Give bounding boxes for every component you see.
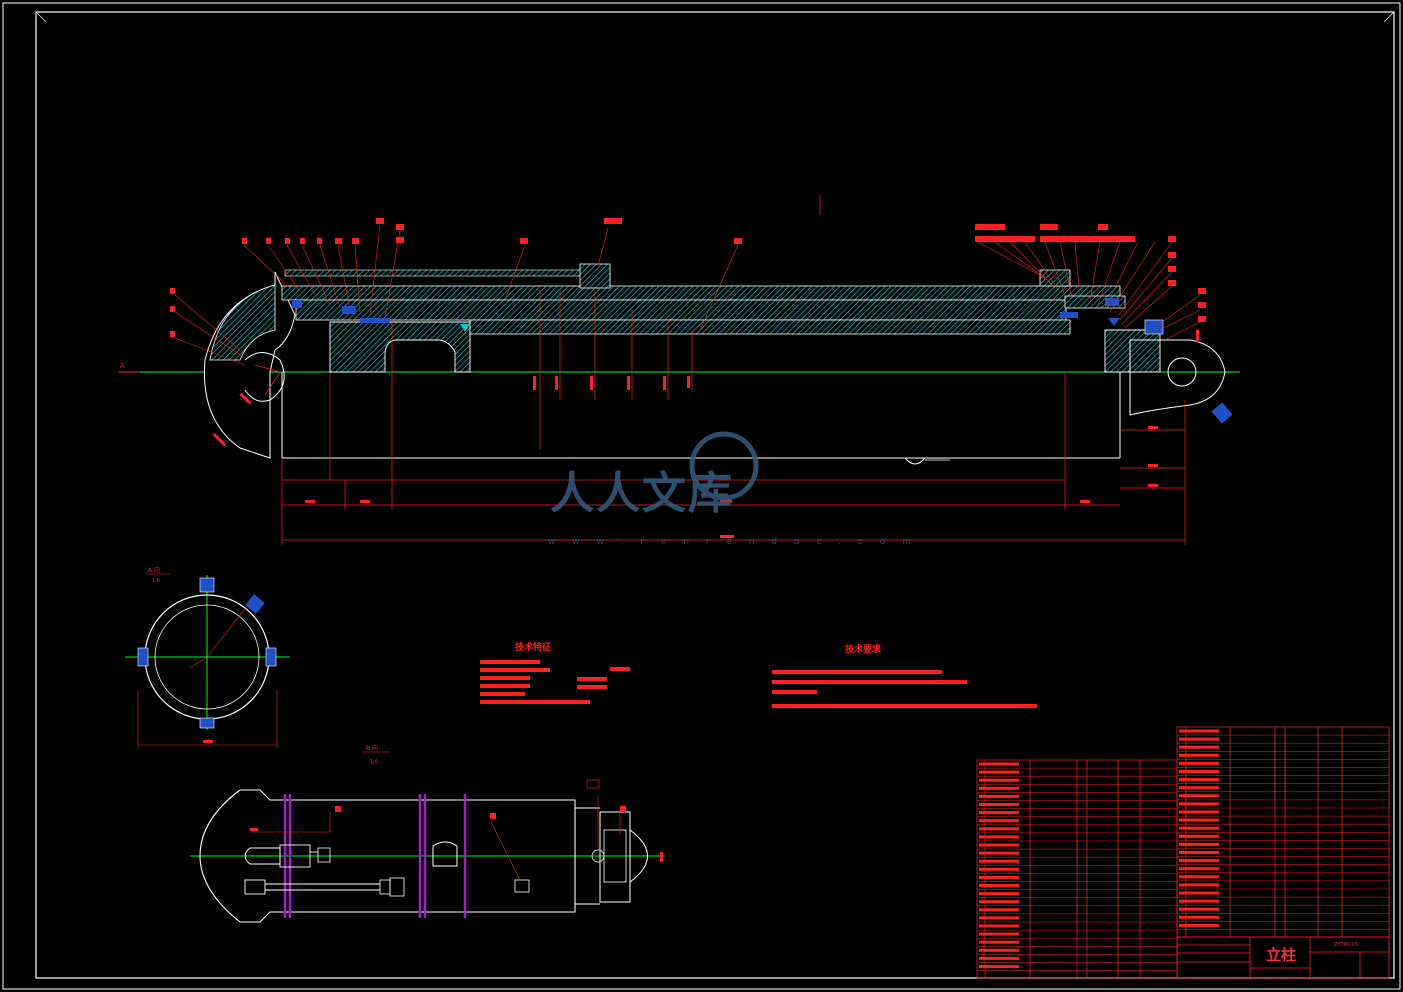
parts-list-cell-mark (1179, 826, 1219, 830)
parts-list-right (1176, 726, 1390, 938)
parts-list-cell-mark (979, 811, 1019, 815)
parts-list-cell-mark (1179, 859, 1219, 863)
watermark-url: w w w . r e n r e n d o c . c o m (548, 537, 918, 547)
parts-list-cell-mark (979, 835, 1019, 839)
tech-spec-block: 技术特征 (480, 641, 630, 704)
parts-list-cell-mark (979, 843, 1019, 847)
parts-list-rows (977, 729, 1389, 971)
view-b-elevation: B 向 1:6 (190, 744, 665, 923)
parts-list-cell-mark (979, 932, 1019, 936)
parts-list-cell-mark (1179, 794, 1219, 798)
parts-list-cell-mark (979, 778, 1019, 782)
parts-list-cell-mark (979, 859, 1019, 863)
parts-list-cell-mark (979, 786, 1019, 790)
parts-list-cell-mark (979, 924, 1019, 928)
svg-text:1:6: 1:6 (370, 759, 378, 765)
drawing-number: ZY700.03 (1334, 942, 1358, 948)
parts-list-cell-mark (979, 884, 1019, 887)
parts-list-cell-mark (979, 948, 1019, 952)
parts-list-cell-mark (979, 892, 1019, 896)
parts-list-cell-mark (979, 916, 1019, 920)
parts-list-cell-mark (1179, 915, 1219, 919)
tech-spec-title: 技术特征 (515, 641, 551, 653)
parts-list-cell-mark (1179, 883, 1219, 887)
parts-list-cell-mark (1179, 842, 1219, 846)
parts-list-cell-mark (1179, 875, 1219, 879)
parts-list-cell-mark (1179, 899, 1219, 903)
parts-list-cell-mark (1179, 745, 1219, 749)
section-arrow-label: A (120, 362, 125, 370)
parts-list-cell-mark (1179, 761, 1219, 765)
parts-list-cell-mark (979, 867, 1019, 871)
tech-spec-lines (480, 660, 630, 704)
parts-list-cell-mark (1179, 802, 1219, 806)
parts-list-cell-mark (1179, 923, 1219, 927)
parts-list-cell-mark (979, 770, 1019, 774)
parts-list-cell-mark (1179, 834, 1219, 838)
parts-list-cell-mark (1179, 891, 1219, 895)
parts-list-cell-mark (979, 875, 1019, 879)
band-bolts (283, 794, 467, 918)
drawing-title: 立柱 (1266, 946, 1296, 964)
parts-list-cell-mark (979, 851, 1019, 855)
parts-list-cell-mark (979, 794, 1019, 798)
parts-list-cell-mark (1179, 778, 1219, 782)
view-a-section: A 向 1:6 (125, 566, 290, 748)
parts-list-cell-mark (1179, 737, 1219, 741)
watermark: 人人文库 w w w . r e n r e n d o c . c o m (548, 431, 918, 547)
main-dimensions (281, 195, 1186, 545)
parts-list-cell-mark (979, 908, 1019, 912)
parts-list-cell-mark (1179, 729, 1219, 733)
parts-list-cell-mark (979, 900, 1019, 904)
parts-list-cell-mark (979, 965, 1019, 968)
parts-list-cell-mark (979, 819, 1019, 823)
watermark-brand: 人人文库 (550, 468, 734, 519)
parts-list-cell-mark (979, 940, 1019, 944)
parts-list-cell-mark (1179, 818, 1219, 822)
leader-lines-left (174, 224, 739, 366)
parts-list-cell-mark (1179, 810, 1219, 814)
main-section-view: A (118, 195, 1240, 545)
parts-list-cell-mark (979, 827, 1019, 831)
title-block (1176, 936, 1390, 979)
parts-list-cell-mark (1179, 907, 1219, 911)
leader-lines-right (977, 241, 1201, 341)
parts-list-cell-mark (1179, 770, 1219, 773)
tech-requirements-block: 技术要求 (772, 643, 1037, 708)
parts-list-cell-mark (1179, 753, 1219, 757)
parts-list-cell-mark (979, 762, 1019, 766)
tech-req-lines (772, 670, 1037, 708)
parts-list-cell-mark (979, 803, 1019, 806)
balloon-number-marks (170, 218, 1206, 337)
parts-list-cell-mark (1179, 851, 1219, 854)
dimension-value-marks (212, 330, 1199, 538)
view-a-title: A 向 (148, 566, 160, 574)
tech-req-title: 技术要求 (845, 643, 882, 655)
svg-text:1:6: 1:6 (152, 578, 160, 584)
parts-list-cell-mark (1179, 867, 1219, 871)
view-b-title: B 向 (366, 744, 378, 752)
parts-list-cell-mark (1179, 786, 1219, 790)
parts-list-cell-mark (979, 956, 1019, 960)
